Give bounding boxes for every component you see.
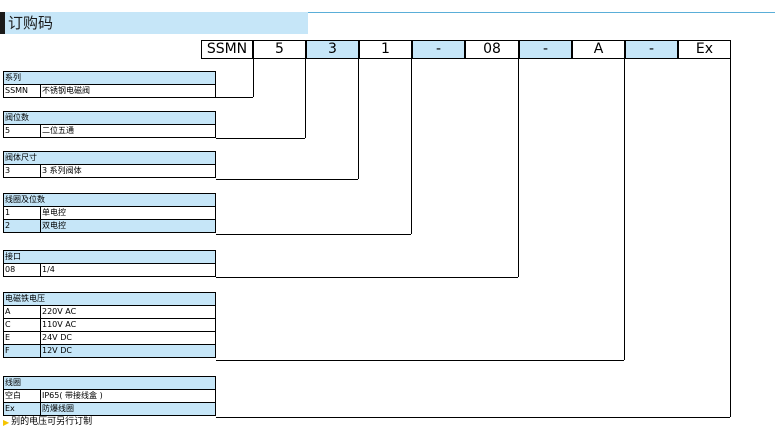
table-row: 3 3 系列阀体 <box>4 165 215 178</box>
connector-coil-count <box>411 59 412 234</box>
code-voltage: A <box>572 40 625 59</box>
connector-port <box>518 59 519 277</box>
triangle-right-icon: ▶ <box>3 418 10 427</box>
connector-series <box>253 59 254 97</box>
option-desc: 1/4 <box>42 265 55 274</box>
option-code: Ex <box>4 403 41 415</box>
option-desc: 防爆线圈 <box>42 404 74 413</box>
connector-port-h <box>216 277 518 278</box>
title-accent-bar <box>0 12 5 34</box>
table-row: 08 1/4 <box>4 264 215 277</box>
connector-size-h <box>216 179 358 180</box>
table-row: C 110V AC <box>4 319 215 332</box>
code-series: SSMN <box>201 40 253 59</box>
coil-count-table: 线圈及位数 1 单电控 2 双电控 <box>3 193 216 233</box>
coil-table: 线圈 空白 IP65( 带接线盒 ) Ex 防爆线圈 <box>3 376 216 416</box>
code-positions: 5 <box>253 40 306 59</box>
table-header: 接口 <box>4 251 215 264</box>
option-code: SSMN <box>4 85 41 97</box>
title-rule <box>308 12 775 13</box>
connector-coil-count-h <box>216 234 411 235</box>
option-desc: 24V DC <box>42 333 72 342</box>
code-coil-count: 1 <box>359 40 412 59</box>
option-desc: 12V DC <box>42 346 72 355</box>
code-size: 3 <box>306 40 359 59</box>
option-desc: 3 系列阀体 <box>42 166 82 175</box>
section-title-bar: 订购码 <box>0 12 308 34</box>
table-row: 空白 IP65( 带接线盒 ) <box>4 390 215 403</box>
table-row: F 12V DC <box>4 345 215 358</box>
table-header: 线圈及位数 <box>4 194 215 207</box>
connector-size <box>358 59 359 179</box>
connector-positions <box>305 59 306 138</box>
footnote-text: 别的电压可另行订制 <box>11 417 93 427</box>
table-row: 5 二位五通 <box>4 125 215 138</box>
table-row: Ex 防爆线圈 <box>4 403 215 416</box>
table-row: 1 单电控 <box>4 207 215 220</box>
size-table: 阀体尺寸 3 3 系列阀体 <box>3 151 216 178</box>
option-desc: 220V AC <box>42 307 77 316</box>
option-desc: 二位五通 <box>42 126 74 135</box>
code-port: 08 <box>465 40 519 59</box>
option-desc: 双电控 <box>42 221 66 230</box>
option-code: A <box>4 306 41 318</box>
table-header: 系列 <box>4 72 215 85</box>
option-code: 空白 <box>4 390 41 402</box>
connector-coil-h <box>216 417 730 418</box>
option-code: 08 <box>4 264 41 276</box>
code-coil: Ex <box>678 40 731 59</box>
voltage-table: 电磁铁电压 A 220V AC C 110V AC E 24V DC F 12V… <box>3 292 216 358</box>
option-code: F <box>4 345 41 357</box>
connector-coil <box>730 59 731 417</box>
option-code: 3 <box>4 165 41 177</box>
section-title: 订购码 <box>8 14 54 32</box>
code-dash-2: - <box>519 40 572 59</box>
series-table: 系列 SSMN 不锈钢电磁阀 <box>3 71 216 98</box>
connector-positions-h <box>216 138 305 139</box>
code-dash-3: - <box>625 40 678 59</box>
option-code: 1 <box>4 207 41 219</box>
option-code: C <box>4 319 41 331</box>
table-header: 阀位数 <box>4 112 215 125</box>
positions-table: 阀位数 5 二位五通 <box>3 111 216 138</box>
footnote: ▶ 别的电压可另行订制 <box>3 417 92 428</box>
option-desc: 110V AC <box>42 320 77 329</box>
option-desc: 不锈钢电磁阀 <box>42 86 90 95</box>
option-code: E <box>4 332 41 344</box>
option-code: 2 <box>4 220 41 232</box>
table-row: SSMN 不锈钢电磁阀 <box>4 85 215 98</box>
option-desc: IP65( 带接线盒 ) <box>42 391 103 400</box>
table-header: 电磁铁电压 <box>4 293 215 306</box>
connector-series-h <box>216 97 253 98</box>
port-table: 接口 08 1/4 <box>3 250 216 277</box>
option-code: 5 <box>4 125 41 137</box>
option-desc: 单电控 <box>42 208 66 217</box>
table-header: 阀体尺寸 <box>4 152 215 165</box>
connector-voltage-h <box>216 360 624 361</box>
table-header: 线圈 <box>4 377 215 390</box>
table-row: A 220V AC <box>4 306 215 319</box>
table-row: 2 双电控 <box>4 220 215 233</box>
connector-voltage <box>624 59 625 360</box>
code-dash-1: - <box>412 40 465 59</box>
table-row: E 24V DC <box>4 332 215 345</box>
